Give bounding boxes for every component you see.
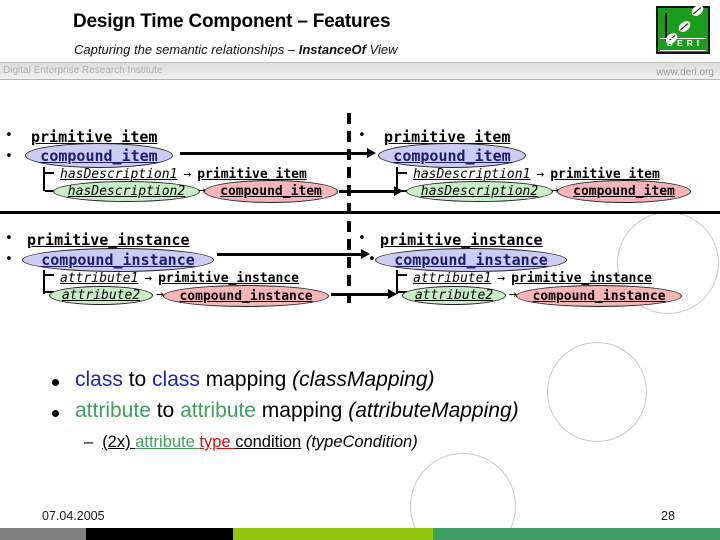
logo-axis-icon	[665, 13, 667, 41]
schema-panel-source: • primitive_item • compound_item hasDesc…	[0, 126, 353, 229]
compound-item-ellipse: compound_item	[204, 180, 338, 203]
arrow-glyph-icon: →	[497, 271, 506, 286]
bullet-icon: •	[368, 252, 376, 267]
arrow-glyph-icon: →	[144, 271, 153, 286]
decorative-circle	[547, 342, 647, 442]
slide-title: Design Time Component – Features	[73, 11, 391, 32]
compound-item-ellipse: compound_item	[557, 180, 691, 203]
slide-date: 07.04.2005	[42, 509, 105, 523]
relation1-label: hasDescription1	[413, 167, 531, 182]
bar-segment-black	[86, 528, 233, 540]
tree-branch-line	[396, 167, 398, 191]
attribute1-row: attribute1 → primitive_instance	[60, 271, 299, 286]
mapping-arrow	[180, 148, 376, 158]
tree-branch-tick	[398, 190, 407, 192]
type-condition-sub-bullet: –(2x) attribute type condition (typeCond…	[84, 433, 418, 451]
tree-branch-line	[43, 167, 45, 191]
arrow-glyph-icon: →	[156, 287, 164, 302]
tree-branch-tick	[45, 291, 54, 293]
bullet-icon: •	[5, 128, 13, 143]
subtitle-emphasis: InstanceOf	[298, 42, 366, 57]
tree-branch-tick	[398, 172, 407, 174]
institute-name: Digital Enterprise Research Institute	[3, 65, 163, 76]
subtitle-prefix: Capturing the semantic relationships –	[74, 42, 299, 57]
tree-branch-tick	[45, 274, 54, 276]
relation1-row: hasDescription1 → primitive_item	[60, 167, 307, 182]
arrow-glyph-icon: →	[536, 167, 545, 182]
attribute1-label: attribute1	[413, 271, 492, 286]
compound-instance-ellipse: compound_instance	[163, 285, 329, 307]
subtitle-suffix: View	[365, 42, 398, 57]
compound-instance-ellipse: compound_instance	[22, 248, 214, 272]
bar-segment-gray	[0, 528, 86, 540]
arrow-glyph-icon: →	[198, 183, 206, 198]
attribute-mapping-bullet: attribute to attribute mapping (attribut…	[75, 399, 519, 422]
tree-branch-tick	[398, 291, 407, 293]
schema-panel-target: • primitive_item • compound_item hasDesc…	[353, 126, 706, 229]
instance-panel-target: • primitive_instance • compound_instance…	[353, 229, 706, 332]
mapping-arrow	[217, 249, 370, 259]
bullet-icon	[52, 379, 59, 386]
relation2-ellipse: hasDescription2	[406, 181, 553, 202]
primitive-item-label: primitive_item	[384, 128, 511, 146]
tree-branch-tick	[45, 190, 54, 192]
class-mapping-bullet: class to class mapping (classMapping)	[75, 368, 435, 391]
arrow-glyph-icon: →	[509, 287, 517, 302]
primitive-instance-label: primitive_instance	[158, 271, 299, 286]
tree-branch-tick	[45, 172, 54, 174]
bullet-icon: •	[5, 149, 13, 164]
institute-band: Digital Enterprise Research Institute ww…	[0, 62, 720, 80]
bullet-icon	[52, 410, 59, 417]
primitive-item-label: primitive_item	[31, 128, 158, 146]
website-url: www.deri.org	[656, 67, 714, 78]
attribute1-label: attribute1	[60, 271, 139, 286]
relation1-row: hasDescription1 → primitive_item	[413, 167, 660, 182]
slide-subtitle: Capturing the semantic relationships – I…	[74, 42, 397, 57]
page-number: 28	[661, 509, 675, 523]
deri-logo-icon: DERI	[656, 2, 710, 54]
tree-branch-tick	[398, 274, 407, 276]
compound-instance-ellipse: compound_instance	[516, 285, 682, 307]
bullet-icon: •	[358, 231, 366, 246]
bar-segment-green	[433, 528, 720, 540]
logo-bean-icon	[689, 2, 706, 19]
compound-instance-ellipse: compound_instance	[375, 248, 567, 272]
dash-icon: –	[84, 433, 94, 451]
attribute2-ellipse: attribute2	[49, 286, 153, 305]
footer-color-bar	[0, 528, 720, 540]
relation1-label: hasDescription1	[60, 167, 178, 182]
primitive-instance-label: primitive_instance	[511, 271, 652, 286]
mapping-arrow	[331, 289, 397, 299]
bar-segment-lime	[233, 528, 433, 540]
primitive-instance-label: primitive_instance	[27, 231, 190, 249]
bullet-icon: •	[358, 128, 366, 143]
logo-wordmark: DERI	[660, 38, 706, 51]
decorative-circle	[410, 453, 516, 540]
arrow-glyph-icon: →	[551, 183, 559, 198]
primitive-instance-label: primitive_instance	[380, 231, 543, 249]
instance-panel-source: • primitive_instance • compound_instance…	[0, 229, 353, 332]
dashed-divider-line	[347, 113, 351, 303]
tree-branch-line	[396, 270, 398, 294]
attribute2-ellipse: attribute2	[402, 286, 506, 305]
primitive-item-label: primitive_item	[550, 167, 660, 182]
bullet-icon: •	[5, 252, 13, 267]
primitive-item-label: primitive_item	[197, 167, 307, 182]
horizontal-divider-line	[0, 211, 720, 214]
arrow-glyph-icon: →	[183, 167, 192, 182]
bullet-icon: •	[5, 231, 13, 246]
compound-item-ellipse: compound_item	[378, 143, 526, 168]
tree-branch-line	[43, 270, 45, 294]
logo-bean-icon	[676, 18, 693, 35]
relation2-ellipse: hasDescription2	[53, 181, 200, 202]
attribute1-row: attribute1 → primitive_instance	[413, 271, 652, 286]
compound-item-ellipse: compound_item	[25, 143, 173, 168]
